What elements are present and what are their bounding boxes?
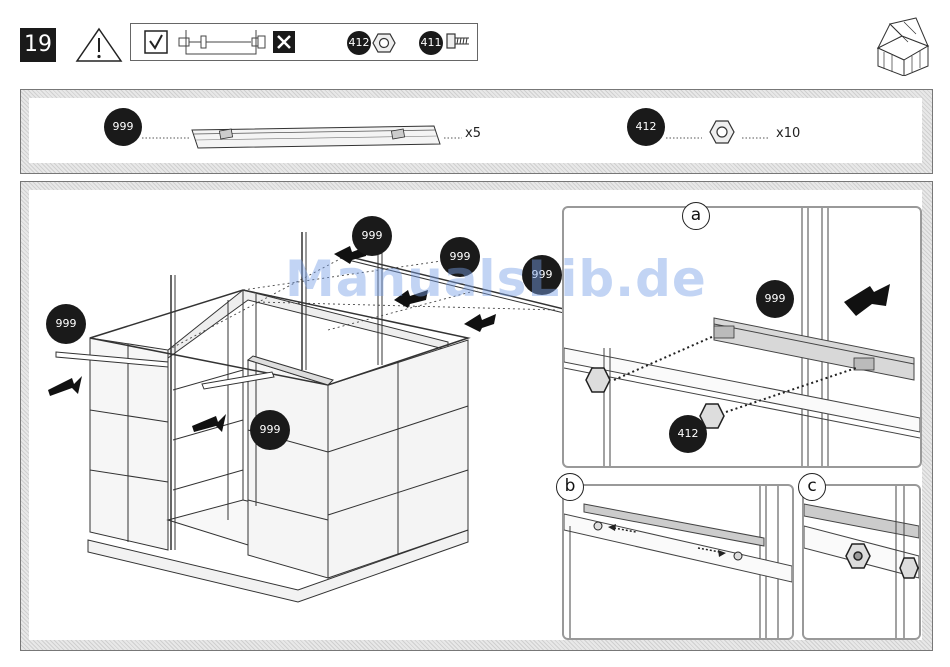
detail-a-drawing	[564, 208, 920, 466]
parts-412-callout: 412	[627, 108, 665, 146]
detail-a-999-callout: 999	[756, 280, 794, 318]
nut-icon	[372, 32, 396, 54]
detail-a-label: a	[682, 202, 710, 230]
parts-999-quantity: x5	[465, 126, 481, 141]
cross-box-icon	[273, 31, 295, 53]
header-part-411-callout: 411	[419, 31, 443, 55]
detail-a-panel	[562, 206, 922, 468]
check-box-icon	[145, 31, 167, 53]
detail-b-panel	[562, 484, 794, 640]
bolt-icon	[444, 30, 472, 56]
step-number: 19	[20, 28, 56, 62]
parts-412-quantity: x10	[776, 126, 800, 141]
main-999-callout-5: 999	[250, 410, 290, 450]
main-999-callout-4: 999	[46, 304, 86, 344]
detail-c-label: c	[798, 473, 826, 501]
detail-b-drawing	[564, 486, 792, 638]
detail-a-412-callout: 412	[669, 415, 707, 453]
rail-icon	[142, 118, 462, 152]
watermark: ManualsLib.de	[285, 250, 707, 308]
house-icon	[872, 14, 934, 76]
detail-c-drawing	[804, 486, 919, 638]
nut-icon	[666, 118, 772, 148]
parts-999-callout: 999	[104, 108, 142, 146]
header-part-412-callout: 412	[347, 31, 371, 55]
detail-b-label: b	[556, 473, 584, 501]
detail-c-panel	[802, 484, 921, 640]
warning-triangle-icon	[74, 26, 124, 64]
